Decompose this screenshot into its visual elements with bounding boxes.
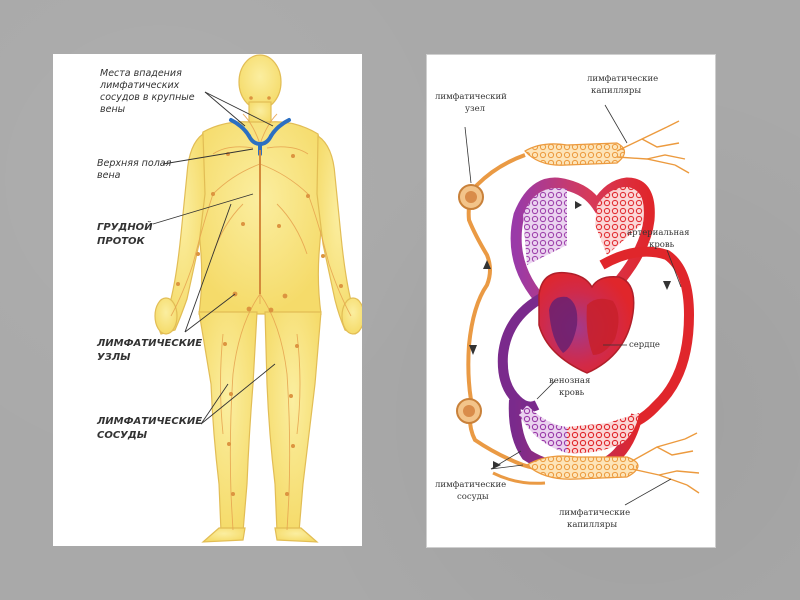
body-capillary-mesh — [519, 405, 639, 454]
pulmonary-circulation — [510, 177, 655, 309]
label-lymph-capillaries-top: лимфатические капилляры — [587, 74, 661, 96]
label-vena-cava: Верхняя полая вена — [97, 158, 174, 181]
label-thoracic-duct: ГРУДНОЙ ПРОТОК — [97, 220, 156, 247]
right-pointer-lines — [464, 104, 682, 506]
body-lymphatic-panel: Места впадения лимфатических сосудов в к… — [53, 54, 362, 546]
heart — [538, 271, 635, 374]
label-lymph-vessels: лимфатические сосуды — [435, 480, 509, 502]
label-lymph-capillaries-bottom: лимфатические капилляры — [559, 508, 633, 530]
lymph-node-bottom — [456, 398, 482, 424]
circulation-lymph-diagram: лимфатический узел лимфатические капилля… — [435, 74, 700, 530]
circulation-lymph-panel: лимфатический узел лимфатические капилля… — [426, 54, 716, 548]
body-lymphatic-diagram: Места впадения лимфатических сосудов в к… — [96, 54, 362, 543]
label-heart: сердце — [629, 340, 660, 350]
label-venous-blood: венозная кровь — [549, 376, 593, 398]
label-lymph-vessels: ЛИМФАТИЧЕСКИЕ СОСУДЫ — [96, 416, 206, 441]
bottom-lymph-capillaries — [492, 432, 700, 494]
label-lymph-node: лимфатический узел — [435, 92, 510, 114]
left-pointer-lines — [152, 91, 276, 425]
label-veins-merge: Места впадения лимфатических сосудов в к… — [99, 68, 198, 115]
body-lymph-nodes — [176, 96, 343, 496]
label-lymph-nodes: ЛИМФАТИЧЕСКИЕ УЗЛЫ — [96, 338, 206, 363]
lymph-node-top — [458, 184, 484, 210]
label-arterial-blood: артериальная кровь — [627, 228, 692, 250]
top-lymph-capillaries — [524, 120, 690, 174]
body-lymph-vessels — [170, 113, 352, 531]
human-body-silhouette — [154, 54, 362, 543]
